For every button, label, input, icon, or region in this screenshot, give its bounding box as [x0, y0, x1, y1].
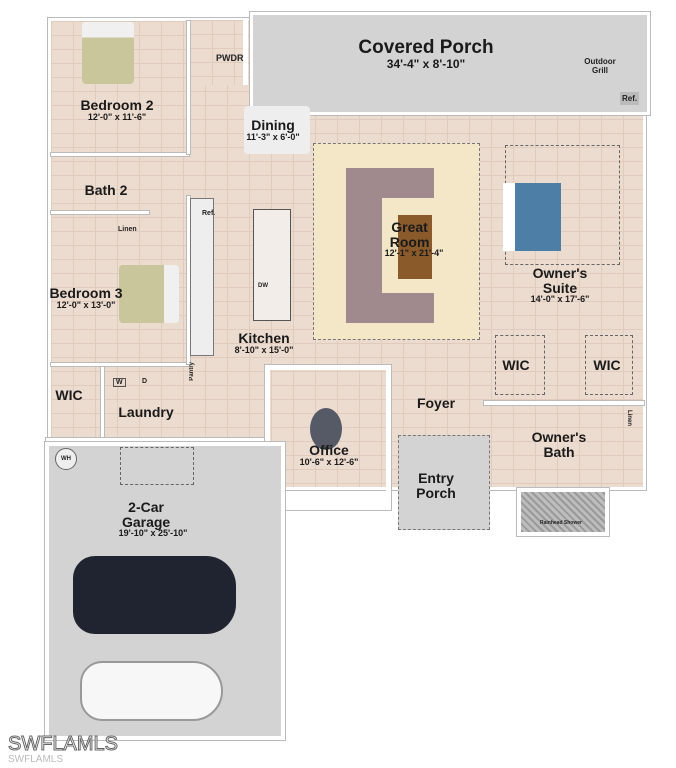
label-laundry: Laundry: [118, 404, 174, 420]
bedroom2-bed: [82, 22, 134, 84]
label-wic-left: WIC: [55, 387, 83, 403]
kitchen-counter: [190, 198, 214, 356]
washer-label: W: [113, 378, 126, 387]
watermark-small: SWFLAMLS: [8, 754, 64, 765]
wall-bedroom2: [50, 152, 190, 157]
label-foyer: Foyer: [416, 395, 456, 411]
label-owner-wic-1: WIC: [502, 357, 530, 373]
linen-label-owners: Linen: [626, 410, 632, 426]
watermark-large: SWFLAMLS: [7, 733, 119, 756]
shower: [516, 487, 610, 537]
coffee-table: [398, 215, 432, 279]
owner-wic-1: [495, 335, 545, 395]
wall-laundry: [100, 366, 105, 438]
bedroom3-bed: [119, 265, 179, 323]
water-heater-icon: WH: [55, 448, 77, 470]
pwdr-room: [190, 20, 248, 85]
wall-owners-bath: [483, 400, 645, 406]
outdoor-grill-label: Outdoor Grill: [584, 57, 616, 75]
owners-bed: [503, 183, 561, 251]
office-room: [264, 364, 392, 511]
dining-table: [244, 106, 310, 154]
pantry-label: Pantry: [189, 362, 195, 381]
linen-label-bath2: Linen: [118, 226, 137, 233]
white-suv: [80, 661, 223, 721]
kitchen-ref-label: Ref.: [202, 210, 216, 217]
owner-wic-2: [585, 335, 633, 395]
label-bath2: Bath 2: [84, 182, 128, 198]
wall-bedroom2-side: [186, 20, 191, 155]
sectional-sofa: [346, 168, 434, 323]
wall-bath2: [50, 210, 150, 215]
covered-porch: [249, 11, 651, 116]
entry-porch: [398, 435, 490, 530]
label-entry-porch: Entry Porch: [416, 470, 456, 501]
label-pwdr: PWDR: [216, 53, 244, 63]
porch-ref-label: Ref.: [620, 92, 640, 105]
label-owners-bath: Owner's Bath: [531, 429, 587, 460]
office-table: [310, 408, 342, 450]
wall-bedroom3: [50, 362, 190, 367]
dryer-label: D: [142, 378, 148, 385]
dishwasher-label: DW: [258, 283, 268, 289]
dark-suv: [73, 556, 236, 634]
garage-attic-hatch: [120, 447, 194, 485]
kitchen-island: [253, 209, 291, 321]
label-owner-wic-2: WIC: [593, 357, 621, 373]
shower-label: Rainhead Shower: [540, 520, 582, 526]
